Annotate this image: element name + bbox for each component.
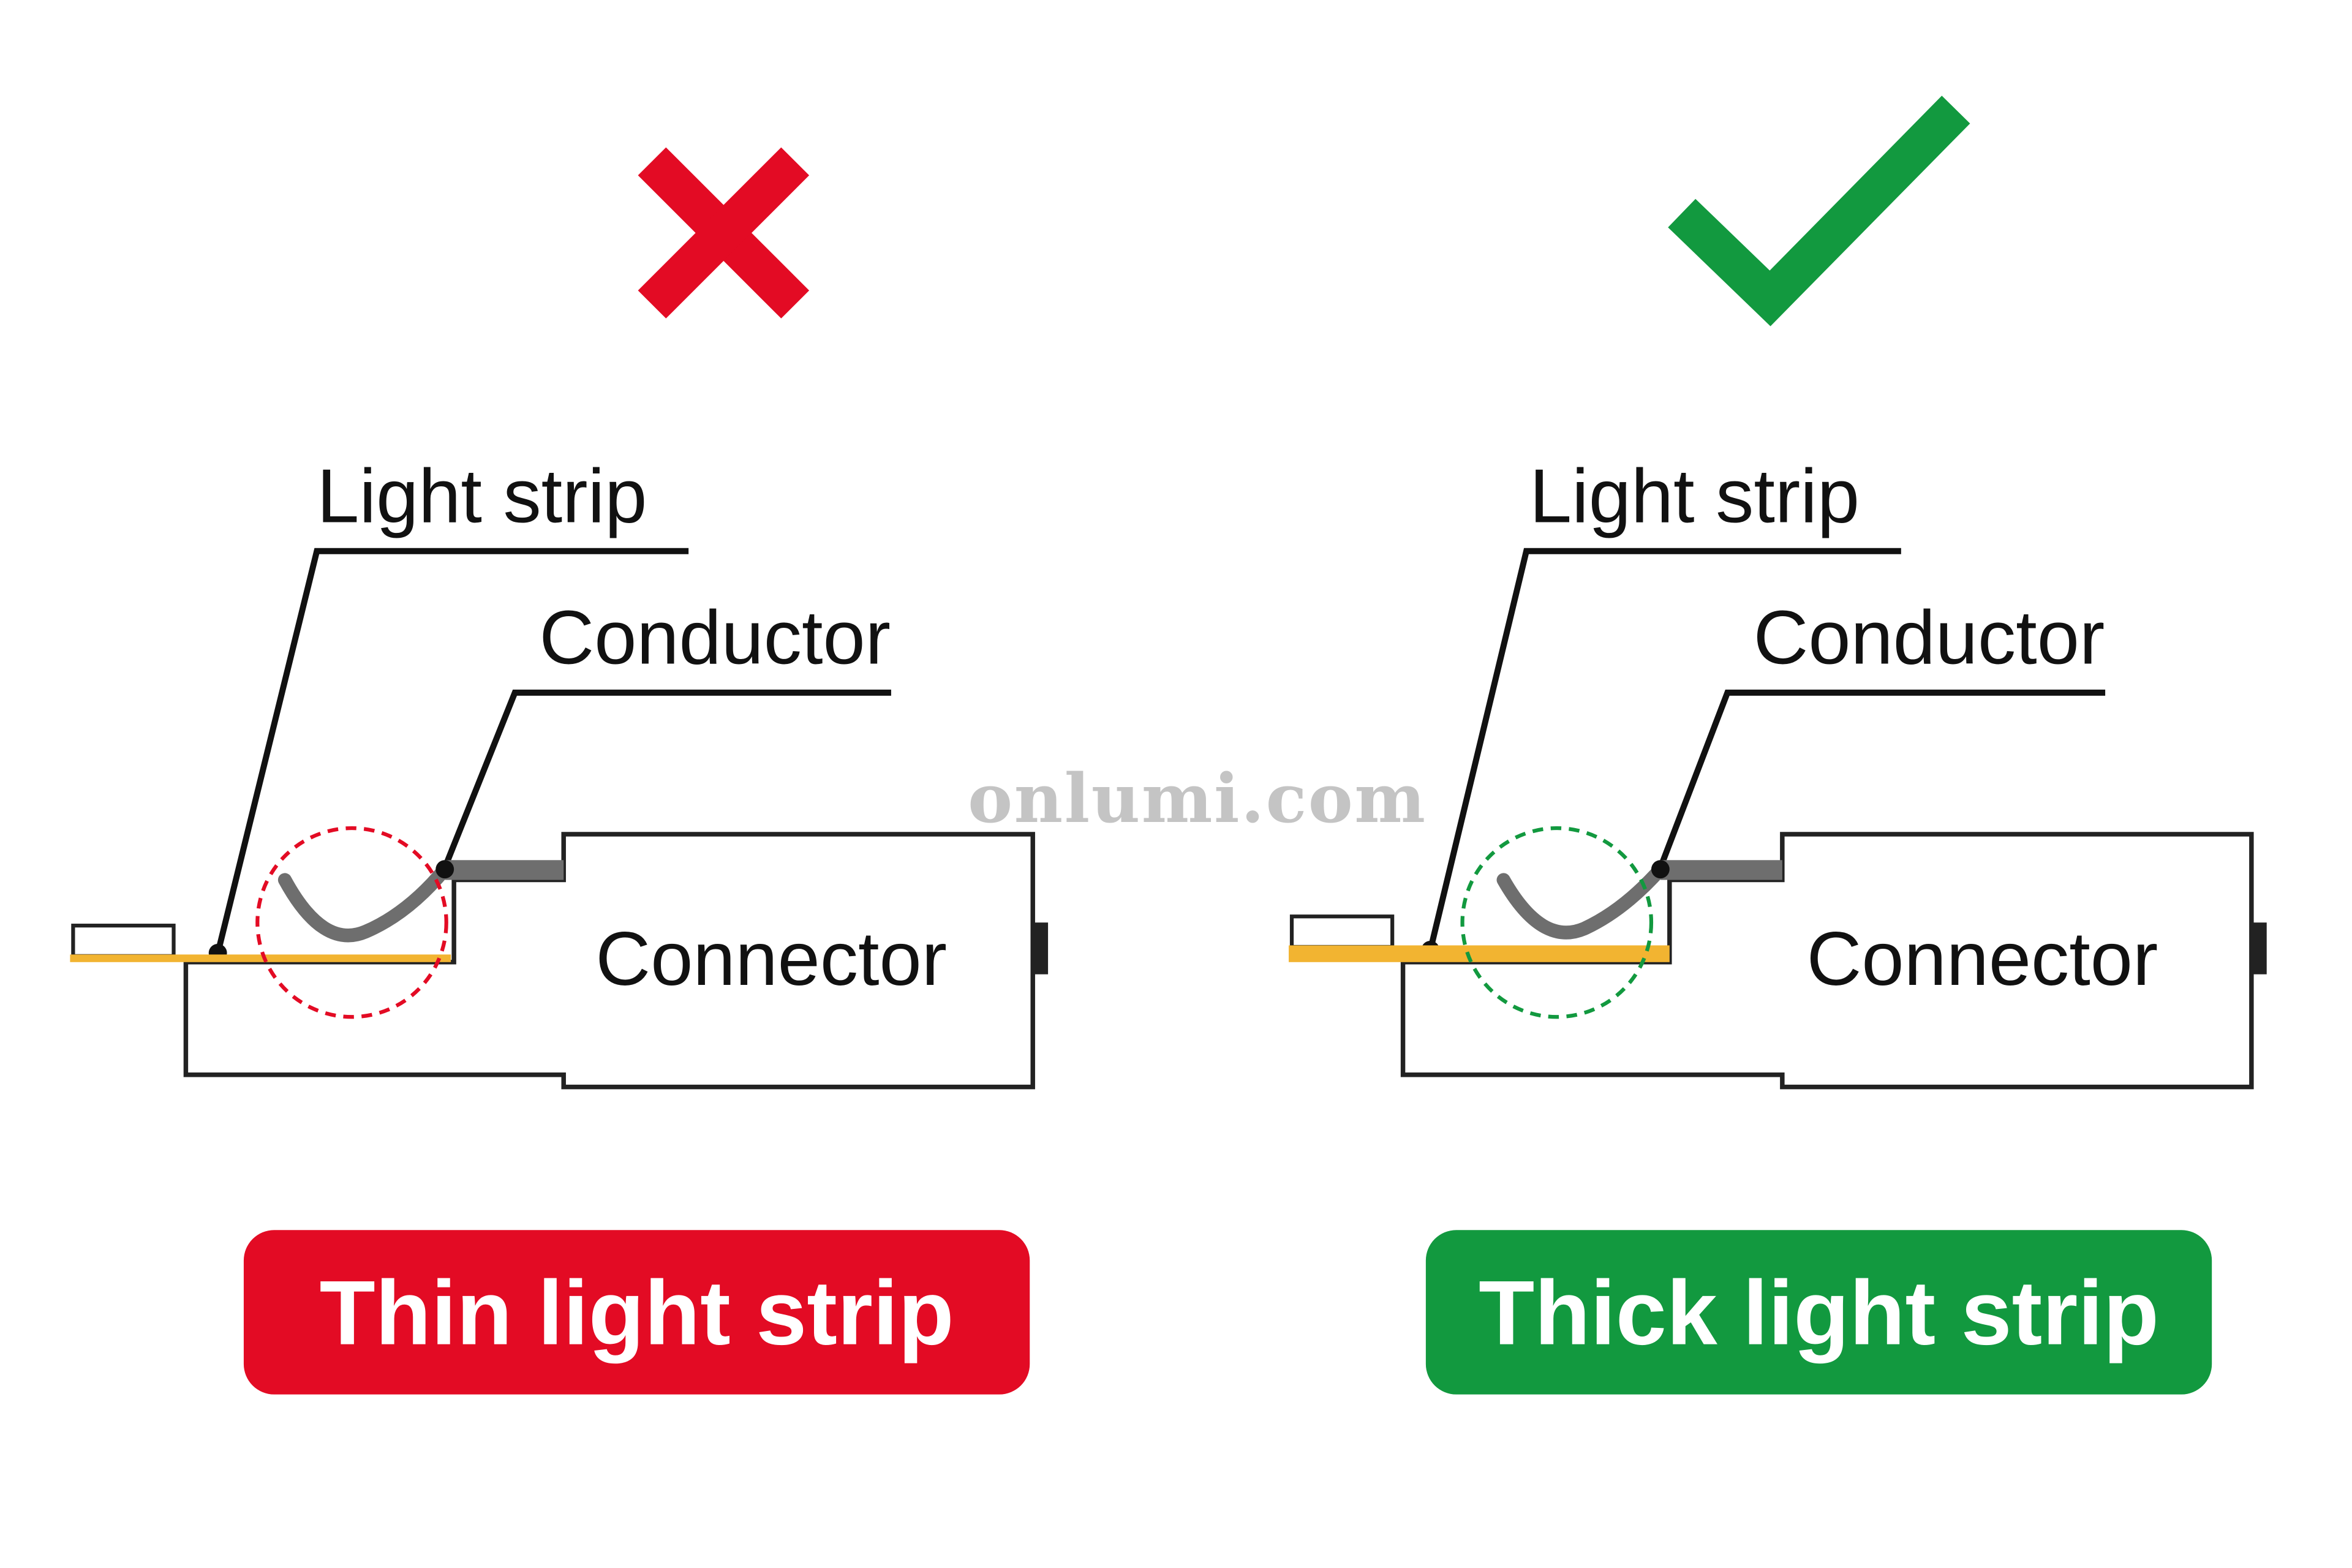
- problem-highlight-circle: [255, 826, 448, 1019]
- watermark: onlumi.com: [968, 759, 1427, 838]
- label-light-strip: Light strip: [1529, 454, 1860, 539]
- label-conductor: Conductor: [539, 595, 891, 680]
- leader-conductor: [442, 689, 891, 869]
- label-conductor: Conductor: [1754, 595, 2105, 680]
- badge-thin-light-strip: [243, 1230, 1030, 1395]
- strip-cover: [1289, 914, 1395, 949]
- leader-light-strip: [1427, 548, 1901, 951]
- badge-thin-text: Thin light strip: [320, 1262, 954, 1364]
- conductor-bar: [1660, 860, 1782, 880]
- light-strip-thin: [70, 954, 451, 962]
- conductor-spring: [277, 862, 452, 943]
- connector-tab: [1033, 922, 1049, 974]
- cross-icon: [638, 147, 810, 318]
- panel-thick: Light strip Conductor Connector Thick li…: [1289, 96, 2267, 1395]
- panel-thin: Light strip Conductor Connector Thin lig…: [70, 147, 1049, 1395]
- leader-dot-conductor: [435, 860, 454, 879]
- leader-conductor: [1657, 689, 2106, 869]
- label-connector: Connector: [595, 916, 947, 1001]
- good-highlight-circle: [1460, 826, 1654, 1019]
- label-light-strip: Light strip: [317, 454, 647, 539]
- strip-cover: [71, 924, 176, 958]
- connector-tab: [2251, 922, 2267, 974]
- connector-housing: [1400, 832, 2254, 1090]
- label-connector: Connector: [1807, 916, 2158, 1001]
- checkmark-icon: [1668, 96, 1970, 326]
- light-strip-thick: [1289, 945, 1670, 962]
- conductor-bar: [445, 860, 564, 880]
- leader-dot-conductor: [1651, 860, 1670, 879]
- badge-thick-light-strip: [1425, 1230, 2212, 1395]
- connector-housing: [183, 832, 1035, 1090]
- badge-thick-text: Thick light strip: [1479, 1262, 2159, 1364]
- leader-light-strip: [214, 548, 689, 954]
- conductor-spring: [1496, 862, 1668, 940]
